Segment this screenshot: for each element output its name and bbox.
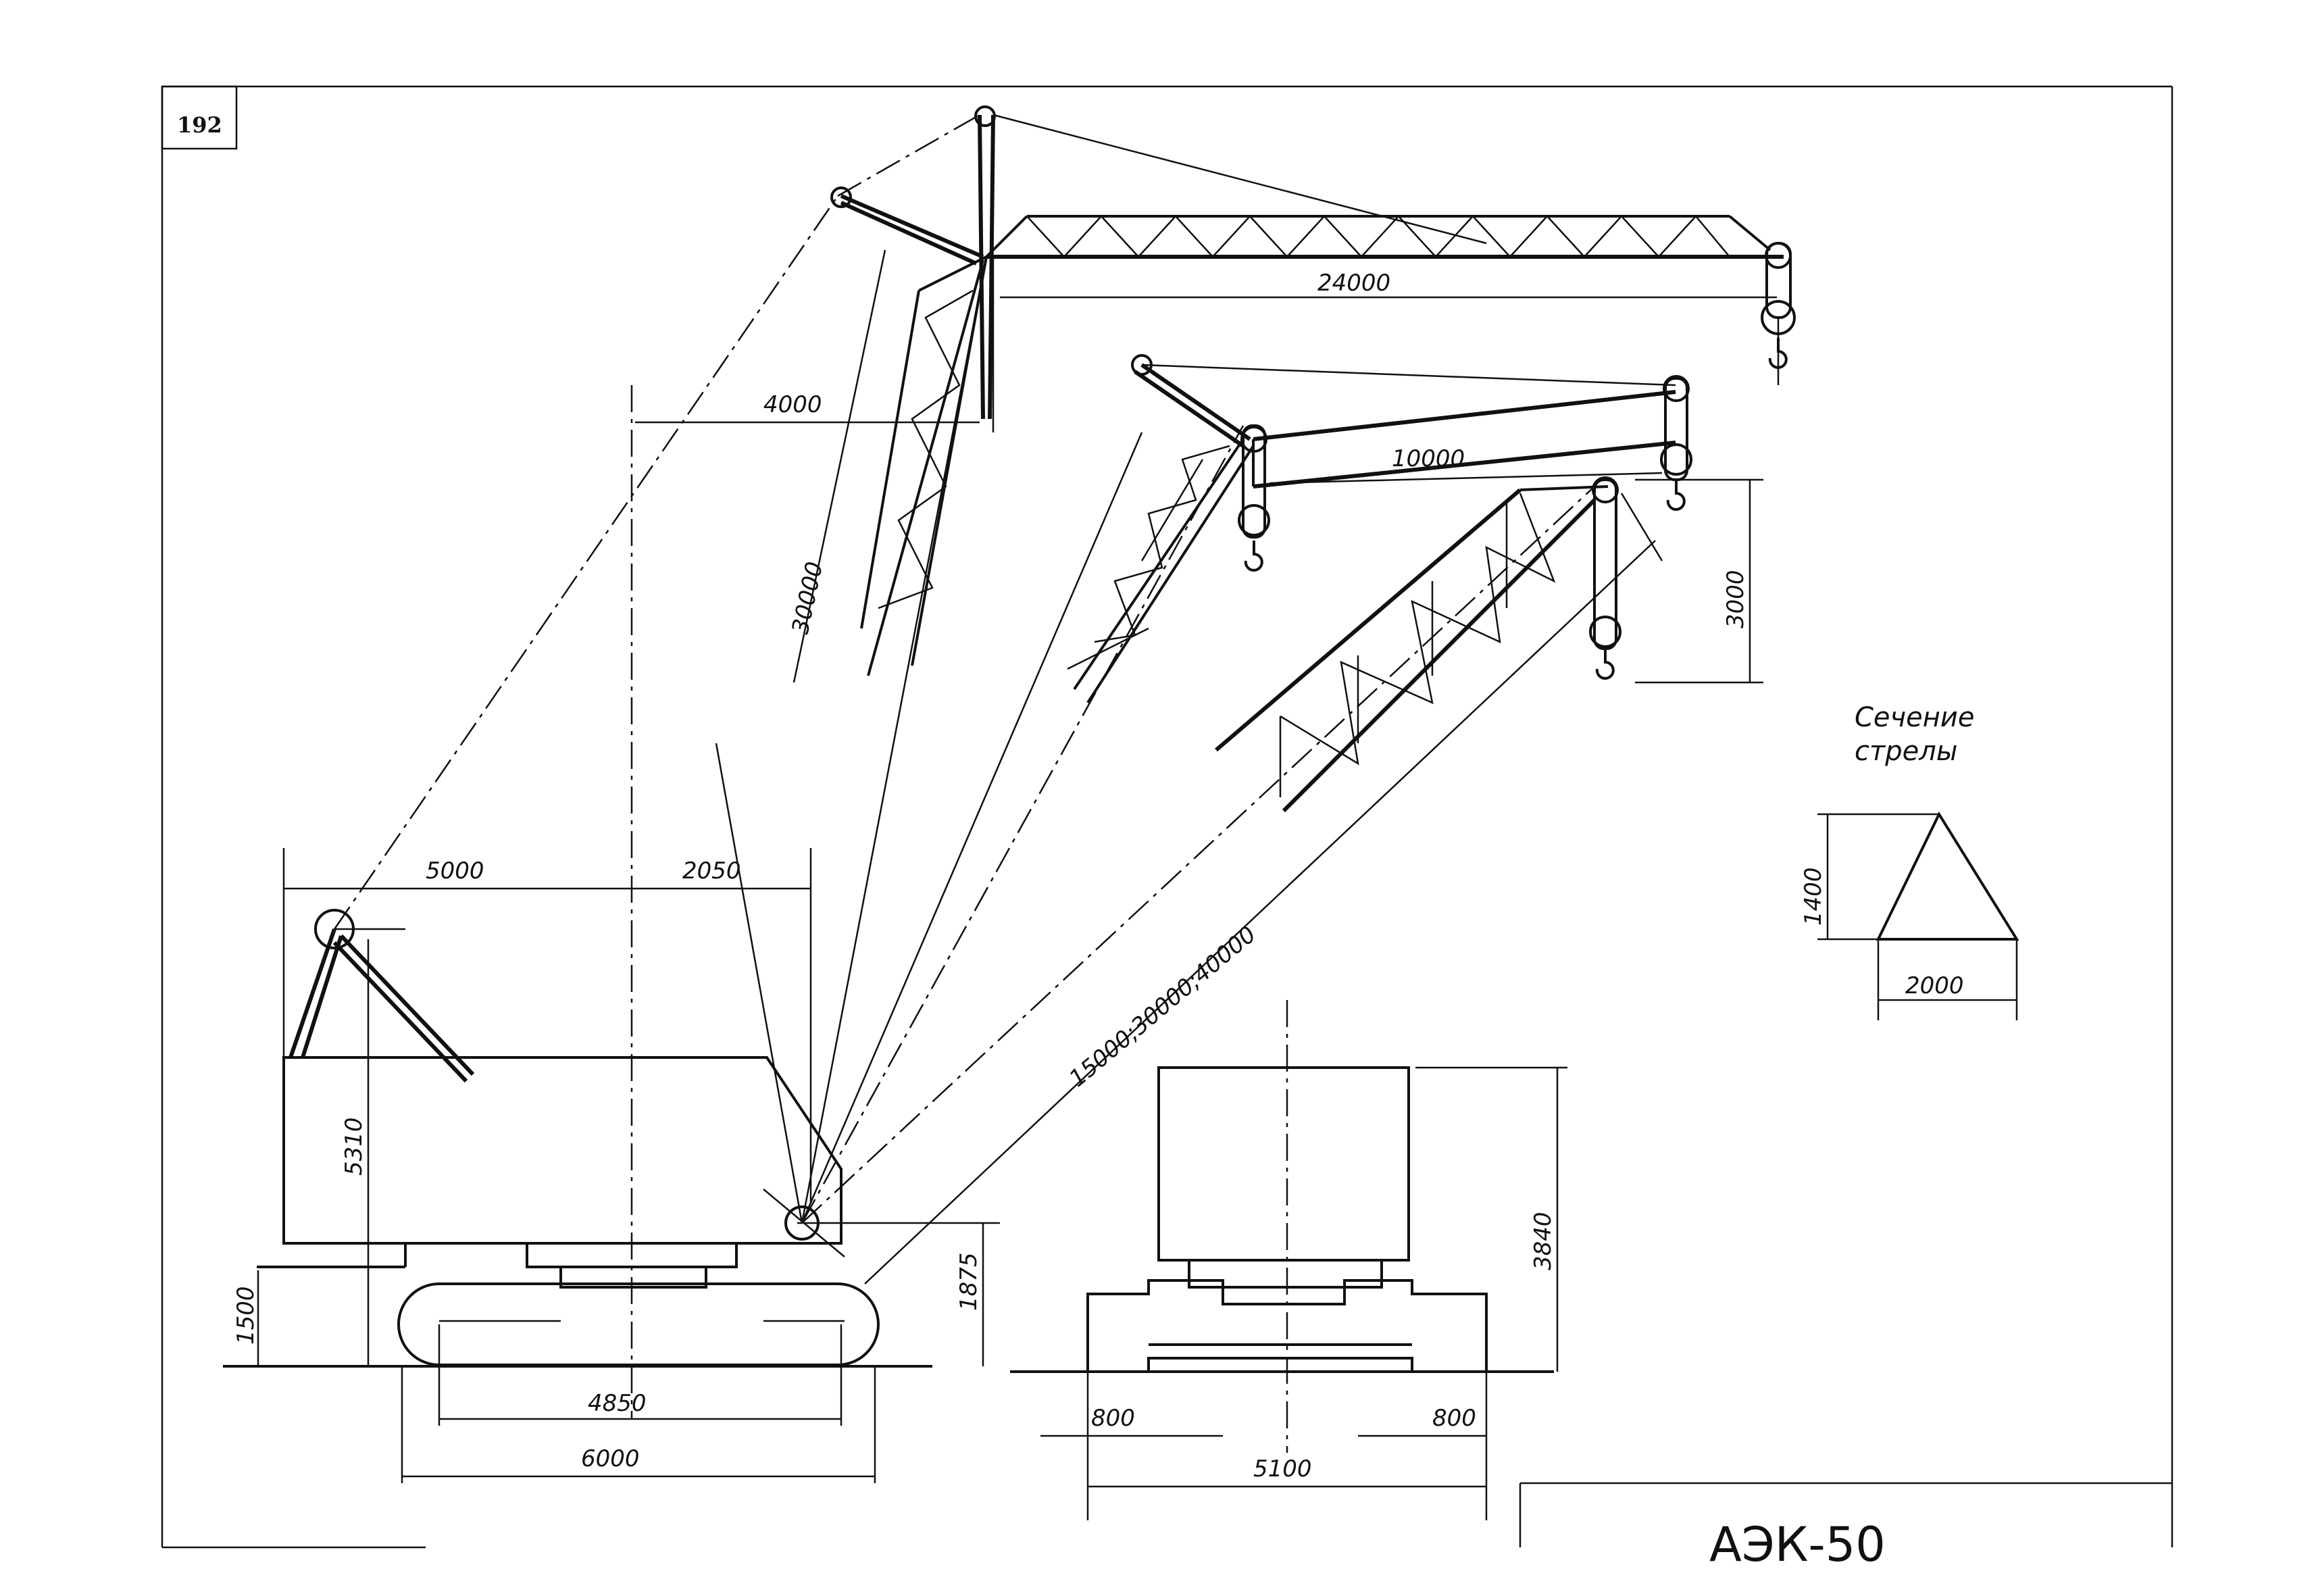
title-block: АЭК-50 [1519,1482,2172,1572]
dim-1500: 1500 [232,1286,259,1345]
dim-4000: 4000 [763,391,822,418]
dim-5000: 5000 [426,857,484,884]
crane-base [223,909,1000,1368]
dim-1875: 1875 [955,1252,982,1311]
dim-6000: 6000 [581,1445,640,1472]
dim-3840: 3840 [1530,1212,1557,1270]
dim-30000: 30000 [787,559,829,637]
page-frame: 192 [161,85,2173,1549]
dim-1400: 1400 [1800,867,1827,926]
dim-5100: 5100 [1253,1455,1312,1482]
dim-2050: 2050 [682,857,741,884]
front-view: 3840 800 800 5100 [1010,1000,1567,1520]
dim-800-left: 800 [1091,1405,1135,1432]
title-block-text: АЭК-50 [1709,1517,1886,1572]
short-jib [1067,354,1692,704]
boom-section: Сечение стрелы 1400 2000 [1800,702,2019,1020]
dim-4850: 4850 [588,1390,647,1417]
dim-800-right: 800 [1432,1405,1476,1432]
dim-2000: 2000 [1905,972,1964,999]
tower-boom [333,105,1796,1224]
section-label-line1: Сечение [1855,702,1975,733]
dim-10000: 10000 [1392,445,1465,472]
crawler-track [397,1282,880,1366]
dim-5310: 5310 [341,1117,368,1176]
straight-boom [1215,476,1663,813]
dim-24000: 24000 [1317,270,1390,297]
dim-3000: 3000 [1722,570,1749,628]
section-label-line2: стрелы [1855,736,1957,767]
side-dimensions: 24000 10000 4000 30000 3000 15000;30000;… [232,249,1777,1483]
page-number: 192 [177,112,222,138]
